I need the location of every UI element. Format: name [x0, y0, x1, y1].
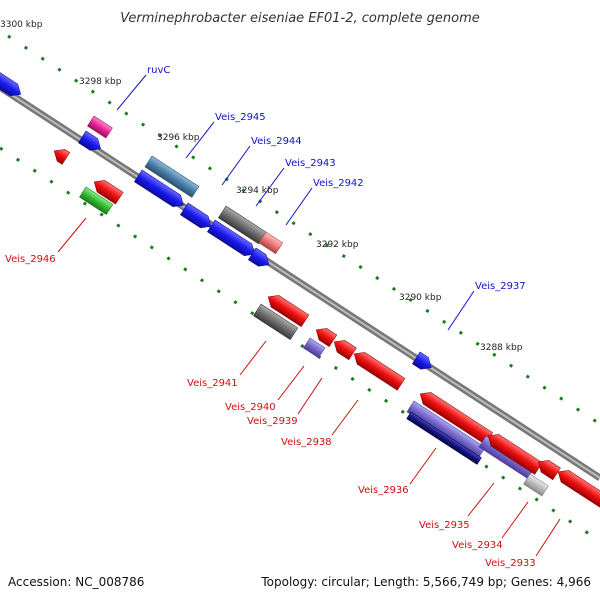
- gene-veis-2945[interactable]: [144, 155, 200, 198]
- kbp-label-3290: 3290 kbp: [399, 293, 442, 303]
- gene-arrow-blue[interactable]: [0, 69, 25, 100]
- gene-label-veis-2942[interactable]: Veis_2942: [313, 178, 364, 189]
- gene-label-veis-2940[interactable]: Veis_2940: [225, 402, 276, 413]
- kbp-label-3296: 3296 kbp: [157, 133, 200, 143]
- gene-arrow-red[interactable]: [416, 388, 494, 445]
- gene-veis-2938[interactable]: [350, 348, 406, 391]
- gene-arrow-red[interactable]: [90, 176, 124, 205]
- gene-veis-2939[interactable]: [330, 336, 357, 361]
- gene-arrow-blue[interactable]: [78, 130, 104, 155]
- gene-label-veis-2943[interactable]: Veis_2943: [285, 158, 336, 169]
- gene-label-ruvc[interactable]: ruvC: [147, 65, 170, 76]
- gene-veis-2936-dark[interactable]: [406, 411, 482, 465]
- gene-veis-2946[interactable]: [79, 186, 114, 215]
- gene-label-veis-2934[interactable]: Veis_2934: [452, 540, 503, 551]
- forward-leader-lines: [116, 74, 475, 331]
- gene-veis-2940[interactable]: [303, 337, 326, 359]
- gene-veis-2933[interactable]: [554, 466, 600, 511]
- kbp-label-3288: 3288 kbp: [480, 343, 523, 353]
- gene-arrow-blue[interactable]: [180, 202, 214, 232]
- gene-label-veis-2933[interactable]: Veis_2933: [485, 558, 536, 569]
- gene-veis-2942[interactable]: [258, 231, 284, 255]
- gene-label-veis-2939[interactable]: Veis_2939: [247, 416, 298, 427]
- gene-label-veis-2944[interactable]: Veis_2944: [251, 136, 302, 147]
- map-title: Verminephrobacter eiseniae EF01-2, compl…: [120, 11, 479, 26]
- gene-veis-2937[interactable]: [412, 351, 435, 374]
- gene-label-veis-2945[interactable]: Veis_2945: [215, 112, 266, 123]
- gene-label-veis-2936[interactable]: Veis_2936: [358, 485, 409, 496]
- gene-veis-2941[interactable]: [253, 303, 299, 341]
- gene-arrow-red[interactable]: [484, 430, 543, 475]
- genes: [0, 69, 600, 511]
- reverse-gene-labels: Veis_2946 Veis_2941 Veis_2940 Veis_2939 …: [5, 254, 536, 569]
- forward-gene-labels: ruvC Veis_2945 Veis_2944 Veis_2943 Veis_…: [147, 65, 526, 292]
- gene-label-veis-2937[interactable]: Veis_2937: [475, 281, 526, 292]
- kbp-label-3292: 3292 kbp: [316, 240, 359, 250]
- gene-label-veis-2935[interactable]: Veis_2935: [419, 520, 470, 531]
- kbp-labels: 3300 kbp 3298 kbp 3296 kbp 3294 kbp 3292…: [0, 20, 523, 353]
- gene-label-veis-2938[interactable]: Veis_2938: [281, 437, 332, 448]
- gene-arrow-red[interactable]: [534, 456, 561, 481]
- gene-arrow-blue[interactable]: [207, 219, 258, 260]
- gene-label-veis-2946[interactable]: Veis_2946: [5, 254, 56, 265]
- gene-veis-2944[interactable]: [134, 169, 187, 211]
- kbp-label-3298: 3298 kbp: [79, 77, 122, 87]
- reverse-leader-lines: [57, 217, 561, 557]
- gene-ruvc[interactable]: [87, 115, 113, 139]
- kbp-label-3294: 3294 kbp: [236, 186, 279, 196]
- gene-veis-2934[interactable]: [523, 473, 549, 497]
- kbp-label-3300: 3300 kbp: [0, 20, 43, 30]
- accession-text: Accession: NC_008786: [8, 575, 144, 589]
- gene-label-veis-2941[interactable]: Veis_2941: [187, 378, 238, 389]
- outer-tick-line: [7, 34, 600, 426]
- genome-summary-text: Topology: circular; Length: 5,566,749 bp…: [260, 575, 591, 589]
- gene-arrow-red[interactable]: [264, 291, 310, 328]
- gene-arrow-red[interactable]: [50, 145, 71, 165]
- gene-arrow-blue[interactable]: [248, 247, 272, 271]
- gene-arrow-red[interactable]: [312, 324, 338, 347]
